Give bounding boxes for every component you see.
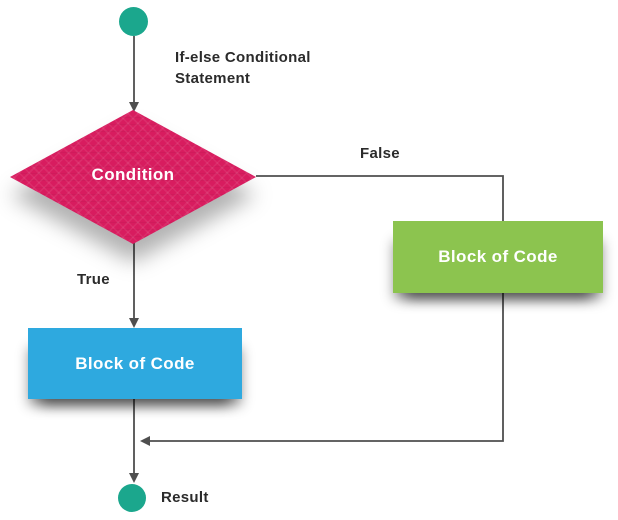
true-edge-label: True	[77, 271, 110, 288]
false-block-node: Block of Code	[393, 221, 603, 293]
true-block-label: Block of Code	[75, 353, 195, 373]
false-edge-label: False	[360, 145, 400, 162]
result-label: Result	[161, 489, 209, 506]
arrowhead-into-true-block	[129, 318, 139, 328]
arrowhead-into-junction	[140, 436, 150, 446]
condition-node: Condition	[10, 110, 256, 244]
edge-false-block-to-junction	[147, 292, 504, 442]
condition-label: Condition	[91, 165, 175, 184]
arrowhead-into-condition	[129, 102, 139, 112]
false-block-label: Block of Code	[438, 247, 558, 266]
diagram-title: If-else Conditional Statement	[175, 49, 311, 87]
arrowhead-into-end	[129, 473, 139, 483]
end-terminal-circle	[118, 484, 146, 512]
condition-diamond-shape: Condition	[10, 110, 256, 244]
start-terminal-circle	[119, 7, 148, 36]
true-block-node: Block of Code	[28, 328, 242, 399]
edge-false-branch	[256, 175, 504, 223]
